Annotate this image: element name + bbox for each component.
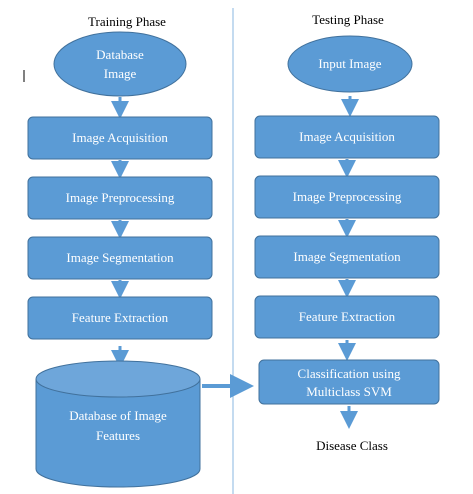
training-database-cylinder [35, 360, 201, 488]
testing-step-acquisition-label: Image Acquisition [299, 129, 395, 144]
training-step-segmentation [27, 236, 213, 280]
testing-step-acquisition [254, 115, 440, 159]
training-start-line2: Image [104, 66, 137, 81]
testing-step-preprocessing [254, 175, 440, 219]
training-heading: Training Phase [88, 14, 166, 29]
training-database-line1: Database of Image [69, 408, 167, 423]
training-start-line1: Database [96, 47, 144, 62]
training-step-feature-extraction-label: Feature Extraction [72, 310, 169, 325]
testing-step-preprocessing-label: Image Preprocessing [293, 189, 402, 204]
testing-step-feature-extraction-label: Feature Extraction [299, 309, 396, 324]
testing-output-label: Disease Class [316, 438, 388, 453]
testing-classifier-box [258, 359, 440, 405]
training-step-preprocessing-label: Image Preprocessing [66, 190, 175, 205]
testing-step-segmentation-label: Image Segmentation [293, 249, 401, 264]
training-step-acquisition [27, 116, 213, 160]
training-start-ellipse [53, 31, 187, 97]
training-step-segmentation-label: Image Segmentation [66, 250, 174, 265]
training-step-preprocessing [27, 176, 213, 220]
training-step-feature-extraction [27, 296, 213, 340]
testing-step-segmentation [254, 235, 440, 279]
training-step-acquisition-label: Image Acquisition [72, 130, 168, 145]
testing-start-label: Input Image [318, 56, 381, 71]
testing-step-feature-extraction [254, 295, 440, 339]
testing-classifier-line2: Multiclass SVM [306, 384, 392, 399]
testing-heading: Testing Phase [312, 12, 384, 27]
testing-classifier-line1: Classification using [298, 366, 401, 381]
training-database-line2: Features [96, 428, 140, 443]
testing-start-ellipse [287, 35, 413, 93]
